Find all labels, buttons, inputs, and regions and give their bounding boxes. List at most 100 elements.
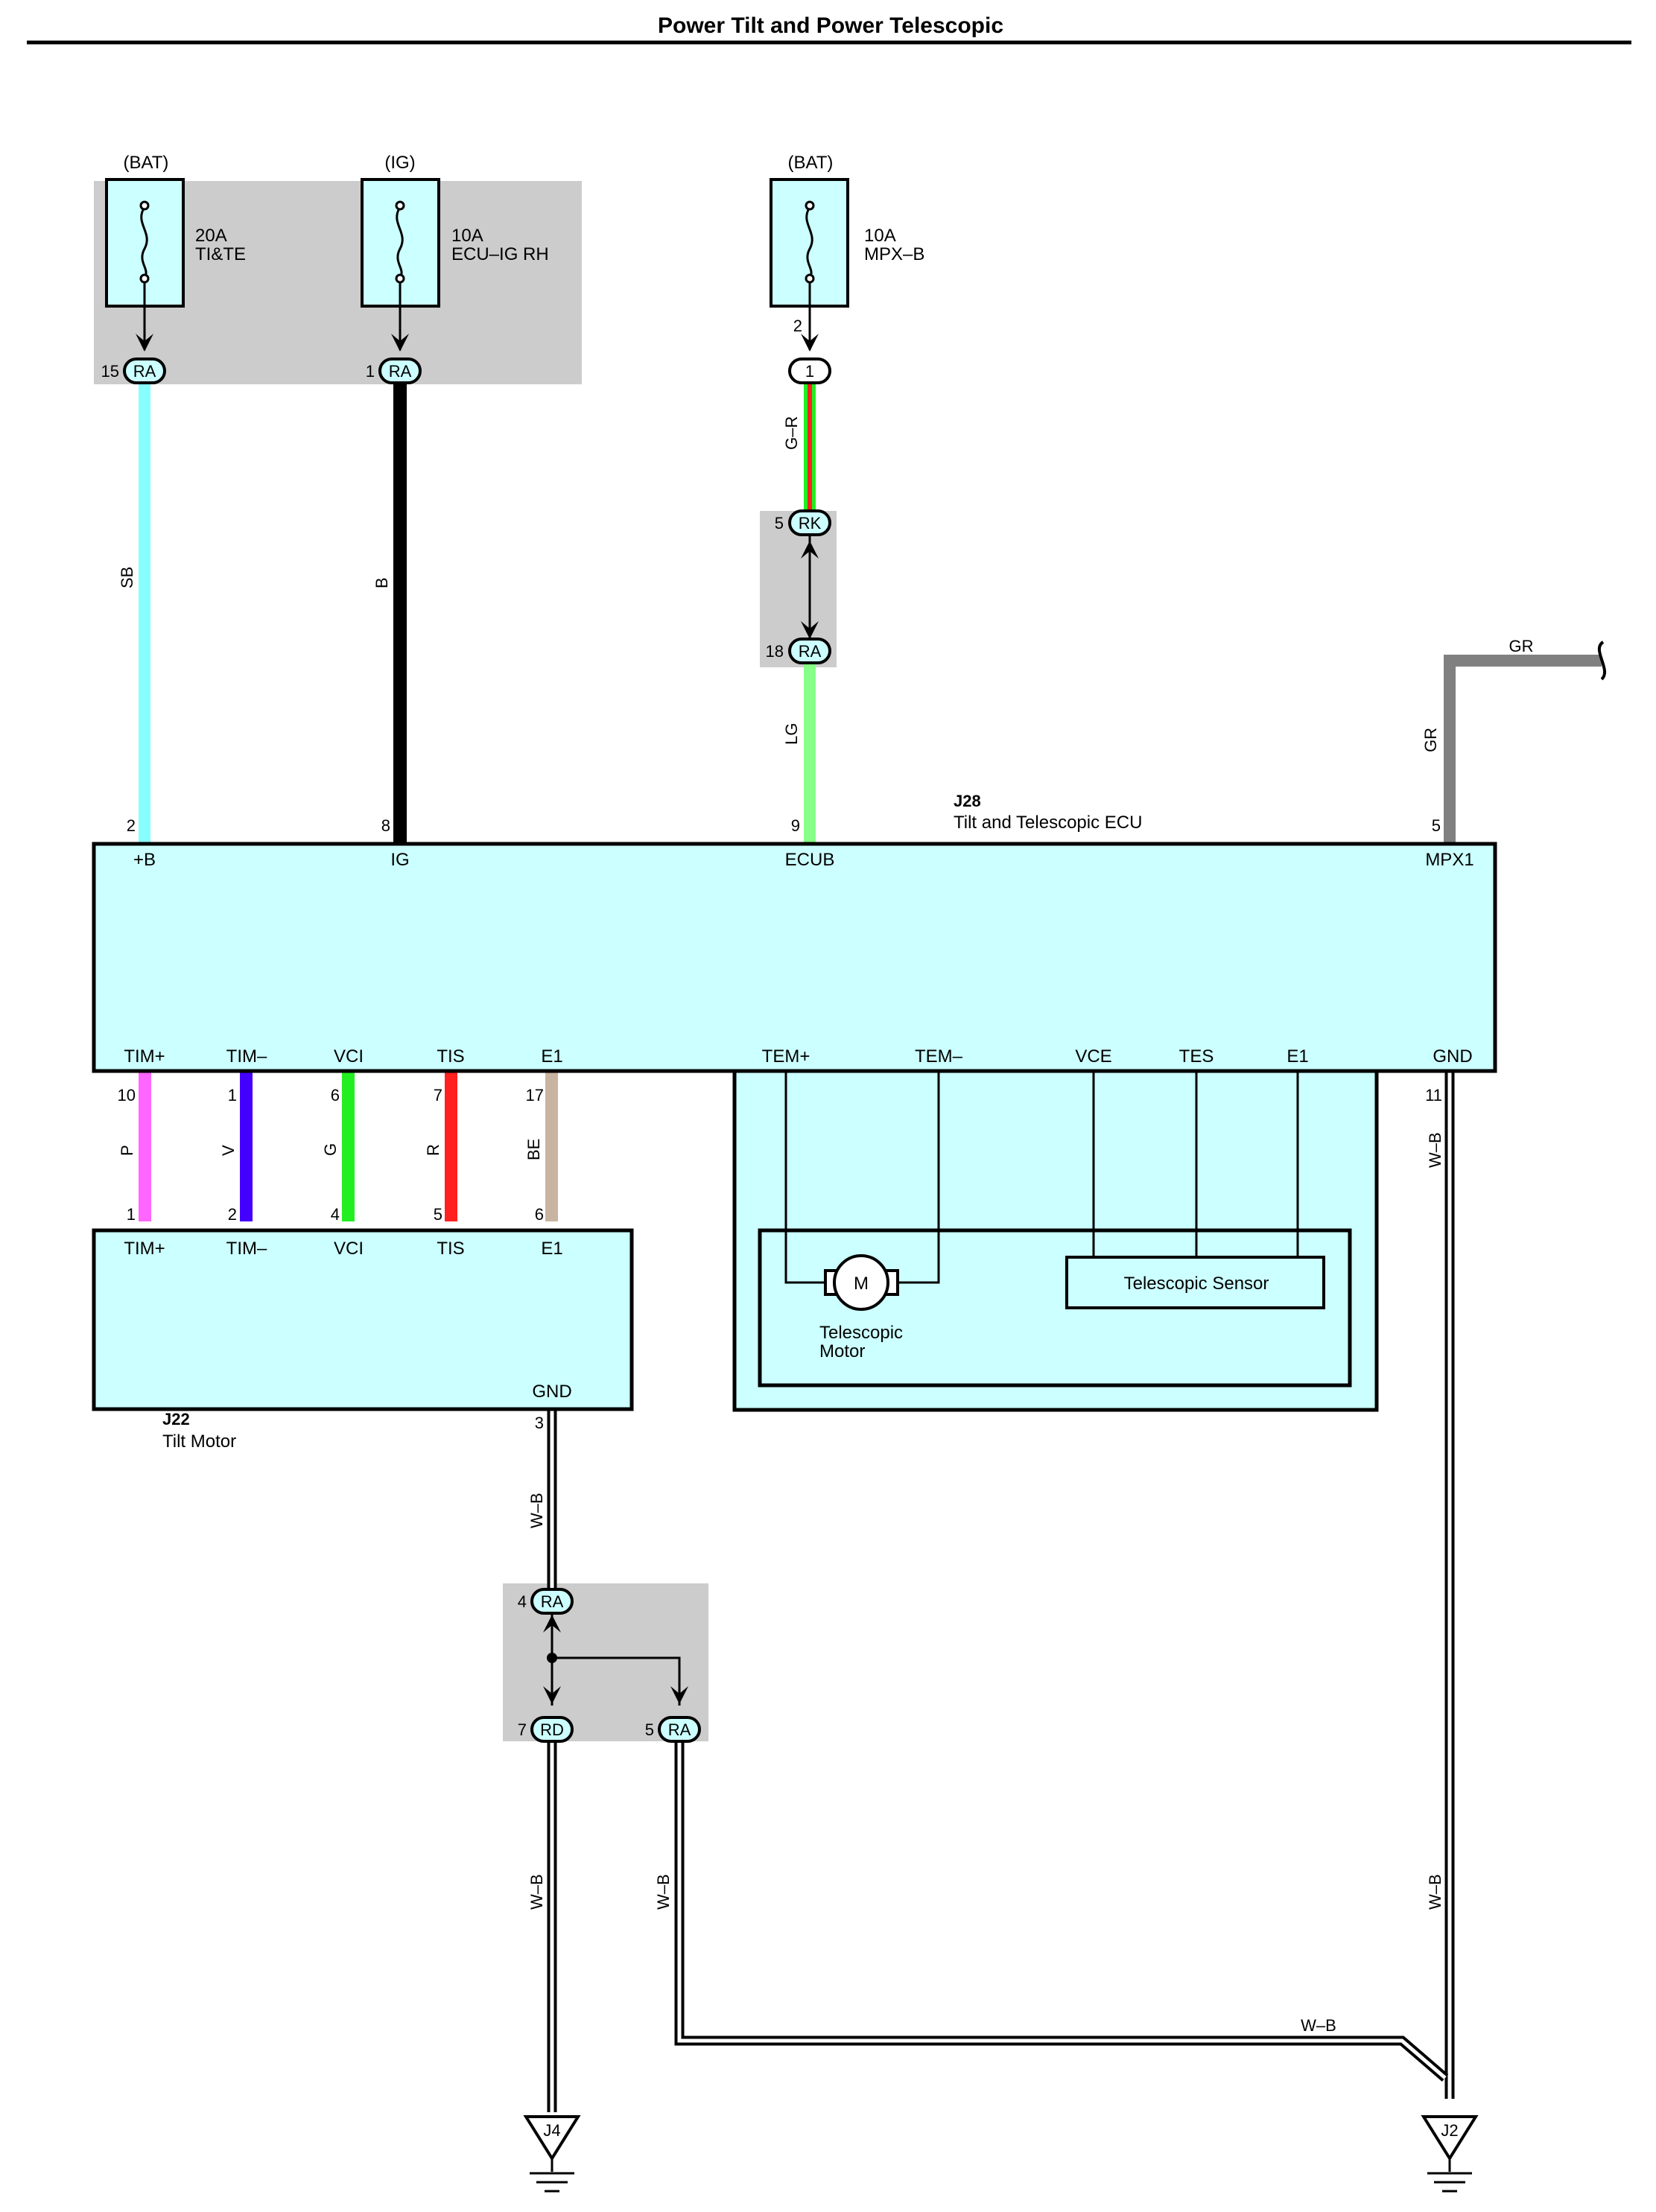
wire-label-gr-vertical: GR — [1421, 728, 1440, 752]
wire-label-g-r: G–R — [782, 416, 801, 450]
connector-ra-5: RA 5 — [645, 1716, 701, 1743]
wire-label-wb-ecu: W–B — [1426, 1132, 1444, 1168]
svg-text:M: M — [854, 1274, 869, 1294]
wire-label-sb: SB — [118, 567, 136, 588]
svg-text:8: 8 — [381, 816, 390, 835]
svg-text:7: 7 — [518, 1720, 527, 1739]
wire-v — [240, 1071, 253, 1221]
svg-text:ECU–IG RH: ECU–IG RH — [451, 244, 549, 264]
svg-text:20A: 20A — [195, 226, 227, 246]
wire-label-wb-j2: W–B — [1426, 1874, 1444, 1910]
svg-text:TIS: TIS — [437, 1046, 464, 1067]
svg-text:J4: J4 — [543, 2121, 560, 2140]
page-title: Power Tilt and Power Telescopic — [658, 13, 1003, 38]
wire-label-r: R — [424, 1144, 442, 1156]
svg-text:1: 1 — [366, 362, 375, 381]
svg-text:TI&TE: TI&TE — [195, 244, 246, 264]
svg-text:MPX–B: MPX–B — [864, 244, 924, 264]
ecu-name: Tilt and Telescopic ECU — [954, 813, 1142, 833]
svg-text:RK: RK — [799, 514, 822, 533]
ecu-j28: J28 Tilt and Telescopic ECU 2 +B 8 IG 9 … — [92, 792, 1497, 1105]
svg-text:RA: RA — [668, 1720, 691, 1739]
svg-text:RA: RA — [799, 642, 822, 661]
wire-r — [445, 1071, 457, 1221]
wire-b — [393, 381, 407, 843]
tilt-motor-name: Tilt Motor — [162, 1431, 236, 1452]
svg-text:GND: GND — [1433, 1046, 1472, 1067]
svg-text:6: 6 — [331, 1086, 340, 1105]
wire-label-p: P — [118, 1145, 136, 1156]
svg-text:6: 6 — [535, 1205, 544, 1224]
svg-text:TIM+: TIM+ — [124, 1046, 165, 1067]
connector-rd-7: RD 7 — [518, 1716, 574, 1743]
connector-ra-15: RA 15 — [101, 357, 166, 384]
svg-text:4: 4 — [331, 1205, 340, 1224]
svg-text:(BAT): (BAT) — [124, 153, 169, 173]
wire-g — [342, 1071, 355, 1221]
svg-text:5: 5 — [1432, 816, 1441, 835]
svg-text:Telescopic Sensor: Telescopic Sensor — [1124, 1274, 1269, 1294]
motor-icon: M — [824, 1254, 899, 1311]
ground-j2-icon: J2 — [1421, 2115, 1479, 2193]
wire-be — [545, 1071, 558, 1221]
svg-text:RA: RA — [389, 362, 412, 381]
svg-text:2: 2 — [228, 1205, 237, 1224]
connector-rk-5: RK 5 — [775, 509, 831, 536]
svg-text:(IG): (IG) — [384, 153, 415, 173]
svg-text:(BAT): (BAT) — [788, 153, 834, 173]
connector-ra-1: RA 1 — [366, 357, 422, 384]
svg-text:15: 15 — [101, 362, 119, 381]
wire-g-r — [804, 381, 816, 517]
wire-break-icon — [1597, 641, 1607, 681]
wire-sb — [139, 381, 150, 843]
telescopic-sensor: Telescopic Sensor — [1065, 1256, 1325, 1309]
wire-label-v: V — [219, 1145, 238, 1156]
ground-splice — [543, 1601, 688, 1706]
svg-text:E1: E1 — [1287, 1046, 1308, 1067]
svg-text:E1: E1 — [541, 1239, 562, 1259]
svg-text:ECUB: ECUB — [785, 850, 835, 870]
connector-ra-18: RA 18 — [766, 638, 831, 664]
svg-text:E1: E1 — [541, 1046, 562, 1067]
wire-label-wb-j4: W–B — [527, 1874, 546, 1910]
svg-text:TES: TES — [1179, 1046, 1214, 1067]
svg-text:4: 4 — [518, 1592, 527, 1611]
svg-text:3: 3 — [535, 1414, 544, 1432]
connector-ra-4: RA 4 — [518, 1588, 574, 1615]
wire-label-be: BE — [524, 1139, 543, 1160]
wire-gr — [1444, 655, 1602, 843]
svg-text:GND: GND — [532, 1382, 571, 1402]
svg-text:5: 5 — [645, 1720, 654, 1739]
svg-text:MPX1: MPX1 — [1425, 850, 1473, 870]
ecu-code: J28 — [954, 792, 981, 810]
svg-text:RA: RA — [133, 362, 156, 381]
svg-text:J2: J2 — [1441, 2121, 1458, 2140]
arrow-down-icon — [136, 334, 819, 352]
svg-text:10A: 10A — [451, 226, 483, 246]
svg-text:VCI: VCI — [334, 1239, 364, 1259]
svg-text:10A: 10A — [864, 226, 896, 246]
mpx-pin-2: 2 — [793, 317, 802, 335]
wire-wb-ra5 — [674, 1735, 1449, 2082]
svg-text:7: 7 — [434, 1086, 442, 1105]
svg-text:TIM–: TIM– — [226, 1046, 267, 1067]
svg-text:5: 5 — [775, 514, 784, 533]
svg-text:17: 17 — [526, 1086, 544, 1105]
svg-text:9: 9 — [791, 816, 800, 835]
svg-text:1: 1 — [228, 1086, 237, 1105]
telescopic-motor-label: Telescopic — [819, 1323, 903, 1343]
fuse-ecu-ig-rh: (IG) 10A ECU–IG RH — [361, 153, 549, 308]
wire-label-lg: LG — [782, 723, 801, 745]
wire-label-wb-mid: W–B — [654, 1874, 673, 1910]
svg-text:2: 2 — [127, 816, 136, 835]
connector-1: 1 — [788, 357, 831, 384]
svg-text:TEM+: TEM+ — [762, 1046, 810, 1067]
svg-text:RD: RD — [540, 1720, 564, 1739]
svg-text:1: 1 — [805, 362, 814, 381]
svg-text:TIS: TIS — [437, 1239, 464, 1259]
tilt-motor-code: J22 — [162, 1410, 190, 1428]
svg-text:1: 1 — [127, 1205, 136, 1224]
svg-text:10: 10 — [118, 1086, 136, 1105]
telescopic-motor-label-2: Motor — [819, 1341, 865, 1361]
